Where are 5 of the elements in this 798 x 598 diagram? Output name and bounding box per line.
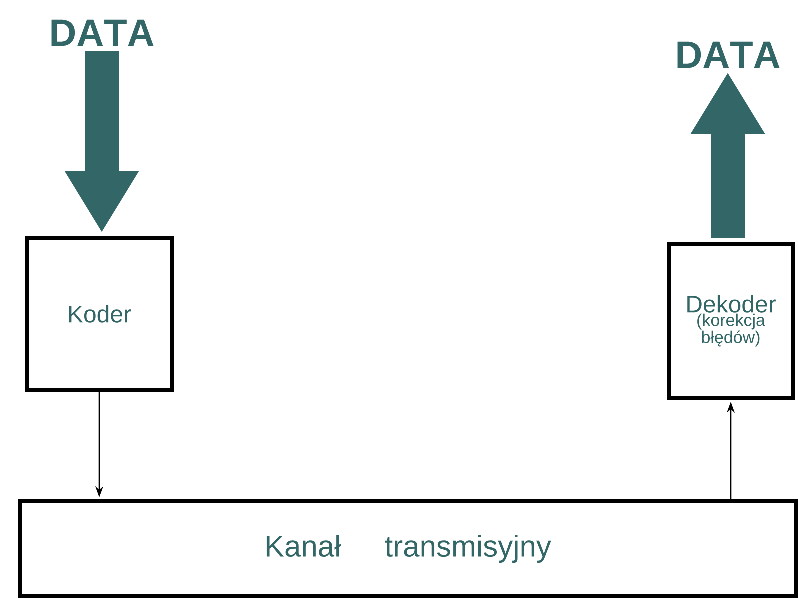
data-label: DATA: [678, 42, 780, 68]
channel-box: Kanał transmisyjny: [18, 500, 798, 598]
data-label: DATA: [52, 20, 154, 46]
process-box: Dekoder (korekcja błędów): [667, 242, 795, 400]
process-box: Koder: [25, 236, 174, 392]
